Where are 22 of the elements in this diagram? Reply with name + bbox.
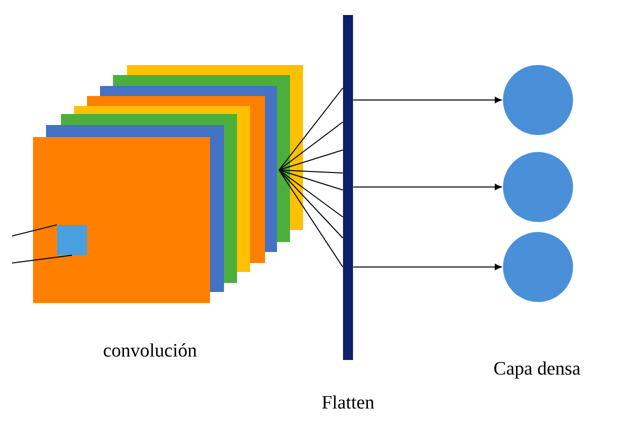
connector-line xyxy=(278,88,344,170)
connector-line xyxy=(12,224,58,236)
stack-label: convolución xyxy=(104,343,197,357)
neuron-circle xyxy=(503,232,573,302)
connector-line xyxy=(278,170,344,190)
connector-line xyxy=(278,170,344,218)
arrow xyxy=(352,96,502,104)
connector-line xyxy=(278,170,344,238)
connector-line xyxy=(278,170,344,268)
neuron-circle xyxy=(503,65,573,135)
arrow xyxy=(352,184,502,190)
connector-line xyxy=(278,122,344,170)
layer-label: Capa densa xyxy=(494,361,580,379)
connector-line xyxy=(278,170,344,174)
arrow xyxy=(352,264,502,270)
feature-map-stack xyxy=(33,65,303,303)
kernel-square xyxy=(57,225,87,255)
flatten-bar xyxy=(343,15,353,360)
connector-line xyxy=(12,254,72,264)
connector-line xyxy=(278,150,344,170)
neuron-circle xyxy=(503,152,573,222)
bar-label: Flatten xyxy=(322,395,374,409)
